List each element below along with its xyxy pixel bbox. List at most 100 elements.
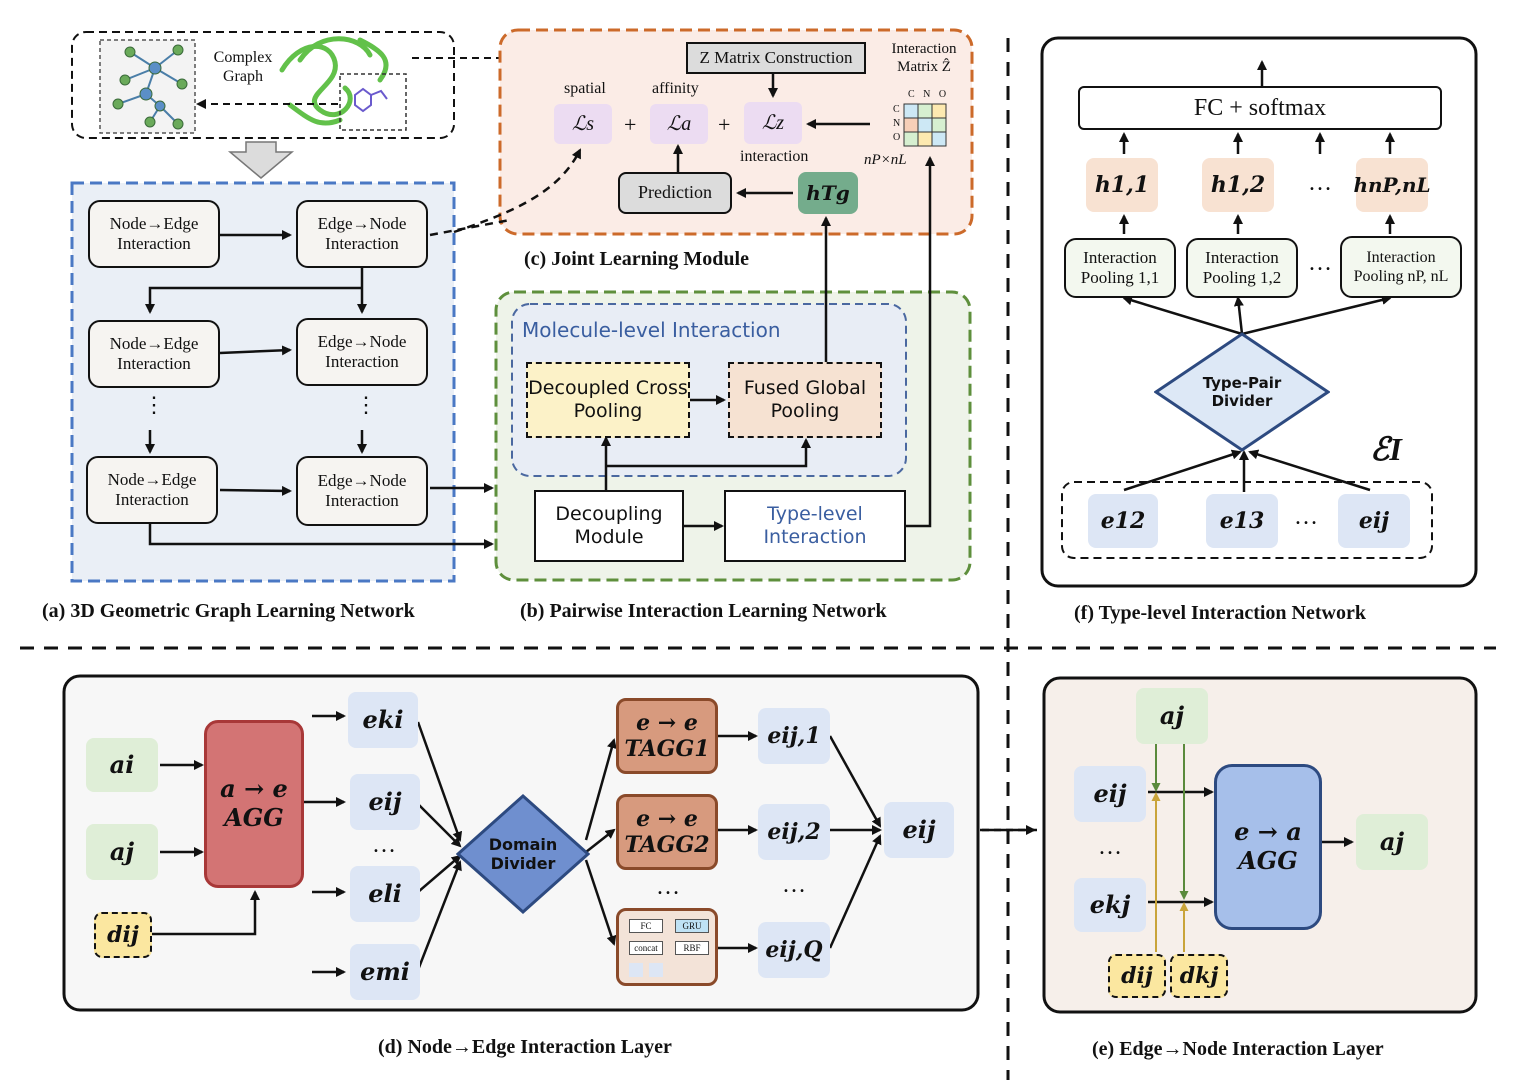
- spatial-loss: ℒs: [554, 104, 612, 144]
- ligand-icon: [354, 87, 388, 113]
- tagg-1: e → e TAGG1: [616, 698, 718, 774]
- agg-e-top: e → a: [1234, 817, 1302, 847]
- edge-eij-1: eij,1: [758, 708, 830, 764]
- edge-set-region: [1061, 481, 1433, 559]
- fused-global-pooling: Fused Global Pooling: [728, 362, 882, 438]
- tagg-dots: …: [656, 874, 680, 900]
- interaction-pooling-np-nl: Interaction Pooling nP, nL: [1340, 236, 1462, 298]
- plus-sign-1: +: [624, 112, 637, 137]
- atom-to-edge-agg: a → e AGG: [204, 720, 304, 888]
- distance-dij: dij: [94, 912, 152, 958]
- panel-b-caption: (b) Pairwise Interaction Learning Networ…: [520, 600, 887, 622]
- domain-divider: Domain Divider: [488, 834, 558, 873]
- interaction-matrix-grid: [903, 103, 947, 147]
- matrix-column-labels: C N O: [908, 89, 950, 100]
- edge-emi: emi: [350, 944, 420, 1000]
- edge-to-node-agg: e → a AGG: [1214, 764, 1322, 930]
- h-1-1: h1,1: [1086, 158, 1158, 212]
- edge-ekj: ekj: [1074, 878, 1146, 932]
- edge-eli: eli: [350, 866, 420, 922]
- matrix-row-n: N: [893, 118, 901, 129]
- edge-eij-d: eij: [350, 774, 420, 830]
- edge-d-dots: …: [372, 832, 396, 858]
- mini-gru: GRU: [675, 919, 709, 933]
- interaction-loss: ℒz: [744, 102, 802, 144]
- h-1-2: h1,2: [1202, 158, 1274, 212]
- tagg1-label: TAGG1: [624, 736, 710, 762]
- agg-e-bottom: AGG: [1238, 846, 1298, 875]
- panel-a-dots-right: ⋮: [355, 392, 377, 417]
- edge-eij-q: eij,Q: [758, 922, 830, 978]
- edge-e-dots: …: [1098, 834, 1122, 860]
- panel-a-caption: (a) 3D Geometric Graph Learning Network: [42, 600, 415, 622]
- fc-softmax: FC + softmax: [1078, 86, 1442, 130]
- h-dots: …: [1308, 170, 1332, 196]
- node-aj: aj: [86, 824, 158, 880]
- panel-d-caption: (d) Node→Edge Interaction Layer: [378, 1036, 672, 1058]
- panel-f-caption: (f) Type-level Interaction Network: [1074, 602, 1366, 624]
- prediction-box: Prediction: [618, 172, 732, 214]
- h-np-nl: hnP,nL: [1353, 158, 1431, 212]
- interaction-matrix-label: Interaction Matrix Ẑ: [891, 41, 957, 75]
- edge-node-interaction-3: Edge→Node Interaction: [296, 456, 428, 526]
- node-edge-interaction-1: Node→Edge Interaction: [88, 200, 220, 268]
- node-edge-interaction-3: Node→Edge Interaction: [86, 456, 218, 524]
- domain-divider-shape: [456, 794, 590, 914]
- protein-structure-icon: [279, 36, 389, 126]
- pocket-selection-box: [339, 73, 407, 131]
- edge-set-symbol: ℰI: [1370, 431, 1402, 467]
- agg-d-top: a → e: [220, 774, 288, 804]
- matrix-size-label: nP×nL: [864, 152, 907, 168]
- edge-eij-e: eij: [1074, 766, 1146, 822]
- type-pair-divider-shape: [1154, 332, 1330, 452]
- decoupling-module: Decoupling Module: [534, 490, 684, 562]
- edge-eij: eij: [1338, 494, 1410, 548]
- panel-c-caption: (c) Joint Learning Module: [524, 248, 749, 270]
- pooling-dots: …: [1308, 250, 1332, 276]
- matrix-row-c: C: [893, 104, 900, 115]
- panel-e-caption: (e) Edge→Node Interaction Layer: [1092, 1038, 1384, 1060]
- molecule-level-title: Molecule-level Interaction: [522, 318, 781, 342]
- edge-dots: …: [1294, 504, 1318, 530]
- global-representation-htg: hTg: [798, 172, 858, 214]
- panel-a-dots-left: ⋮: [143, 392, 165, 417]
- mini-edge-input-2: [649, 963, 663, 977]
- edge-node-interaction-2: Edge→Node Interaction: [296, 318, 428, 386]
- tagg1-top: e → e: [636, 709, 698, 736]
- affinity-label: affinity: [652, 80, 699, 97]
- affinity-loss: ℒa: [650, 104, 708, 144]
- tagg-2: e → e TAGG2: [616, 794, 718, 870]
- edge-eij-2: eij,2: [758, 804, 830, 860]
- node-edge-interaction-2: Node→Edge Interaction: [88, 320, 220, 388]
- plus-sign-2: +: [718, 112, 731, 137]
- z-matrix-construction: Z Matrix Construction: [686, 42, 866, 74]
- decoupled-cross-pooling: Decoupled Cross Pooling: [526, 362, 690, 438]
- mini-edge-input-1: [629, 963, 643, 977]
- agg-d-bottom: AGG: [224, 803, 284, 832]
- mini-concat: concat: [629, 941, 663, 955]
- interaction-label: interaction: [740, 148, 809, 165]
- type-level-interaction: Type-level Interaction: [724, 490, 906, 562]
- spatial-label: spatial: [564, 80, 606, 97]
- matrix-row-o: O: [893, 132, 901, 143]
- interaction-pooling-1-2: Interaction Pooling 1,2: [1186, 238, 1298, 298]
- tagg2-top: e → e: [636, 805, 698, 832]
- edge-eki: eki: [348, 692, 418, 748]
- edge-e12: e12: [1088, 494, 1158, 548]
- distance-dij-e: dij: [1108, 954, 1166, 998]
- type-pair-divider: Type-Pair Divider: [1202, 374, 1282, 410]
- complex-graph-label: Complex Graph: [213, 49, 273, 86]
- mini-fc: FC: [629, 919, 663, 933]
- edge-eij-output: eij: [884, 802, 954, 858]
- node-ai: ai: [86, 738, 158, 792]
- distance-dkj: dkj: [1170, 954, 1228, 998]
- node-aj-output: aj: [1356, 814, 1428, 870]
- tagg-q: FC GRU concat RBF: [616, 908, 718, 986]
- tagg2-label: TAGG2: [624, 832, 710, 858]
- graph-nodes: [112, 44, 188, 130]
- node-aj-top: aj: [1136, 688, 1208, 744]
- flow-down-arrow: [227, 141, 295, 179]
- edge-e13: e13: [1206, 494, 1278, 548]
- interaction-pooling-1-1: Interaction Pooling 1,1: [1064, 238, 1176, 298]
- eij-dots: …: [782, 872, 806, 898]
